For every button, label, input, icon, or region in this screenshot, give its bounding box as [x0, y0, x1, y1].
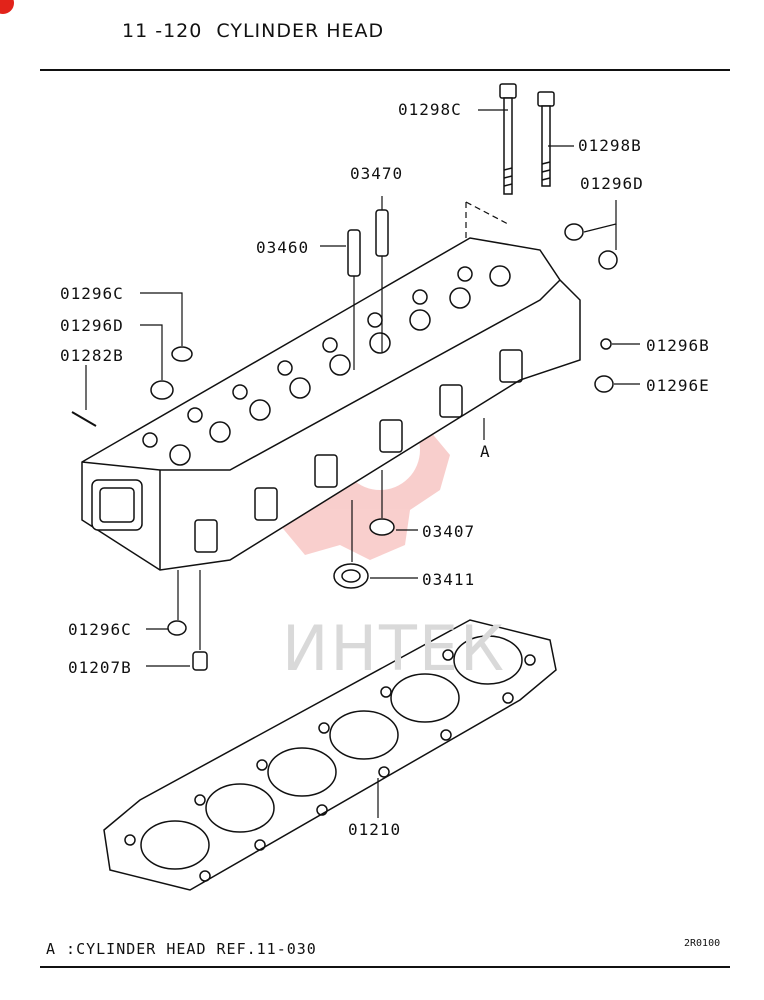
bolt-01298B: [537, 91, 555, 187]
label-01296D-left: 01296D: [60, 316, 124, 335]
label-01282B: 01282B: [60, 346, 124, 365]
corner-badge: [0, 0, 14, 14]
plug-01296B: [600, 338, 612, 350]
footer-note: A :CYLINDER HEAD REF.11-030: [46, 940, 317, 958]
plug-01296E: [594, 375, 614, 393]
label-01298B: 01298B: [578, 136, 642, 155]
head-gasket-01210: [103, 619, 557, 891]
footer-divider: [40, 966, 730, 968]
label-03470: 03470: [350, 164, 404, 183]
header-divider: [40, 69, 730, 71]
label-03407: 03407: [422, 522, 476, 541]
bolt-01298C: [499, 83, 517, 195]
plug-01207B: [192, 651, 208, 671]
sleeve-03460: [347, 229, 361, 277]
plug-01296D-top-b: [598, 250, 618, 270]
seal-03407: [369, 518, 395, 536]
plug-01296C-upper: [171, 346, 193, 362]
sleeve-03470: [375, 209, 389, 257]
label-01207B: 01207B: [68, 658, 132, 677]
label-01298C: 01298C: [398, 100, 462, 119]
label-01296C-upper: 01296C: [60, 284, 124, 303]
stud-01282B: [71, 411, 97, 427]
label-01210: 01210: [348, 820, 402, 839]
label-03411: 03411: [422, 570, 476, 589]
cylinder-head: [81, 237, 581, 571]
plug-01296D-left: [150, 380, 174, 400]
label-01296C-lower: 01296C: [68, 620, 132, 639]
label-A: A: [480, 442, 491, 461]
label-01296B: 01296B: [646, 336, 710, 355]
label-03460: 03460: [256, 238, 310, 257]
label-01296E: 01296E: [646, 376, 710, 395]
watermark-text: ИНТЕК: [282, 612, 507, 685]
plug-01296D-top-a: [564, 223, 584, 241]
label-01296D-top: 01296D: [580, 174, 644, 193]
page-title: 11 -120 CYLINDER HEAD: [122, 20, 385, 42]
page-code: 2R0100: [684, 938, 721, 949]
plug-01296C-lower: [167, 620, 187, 636]
